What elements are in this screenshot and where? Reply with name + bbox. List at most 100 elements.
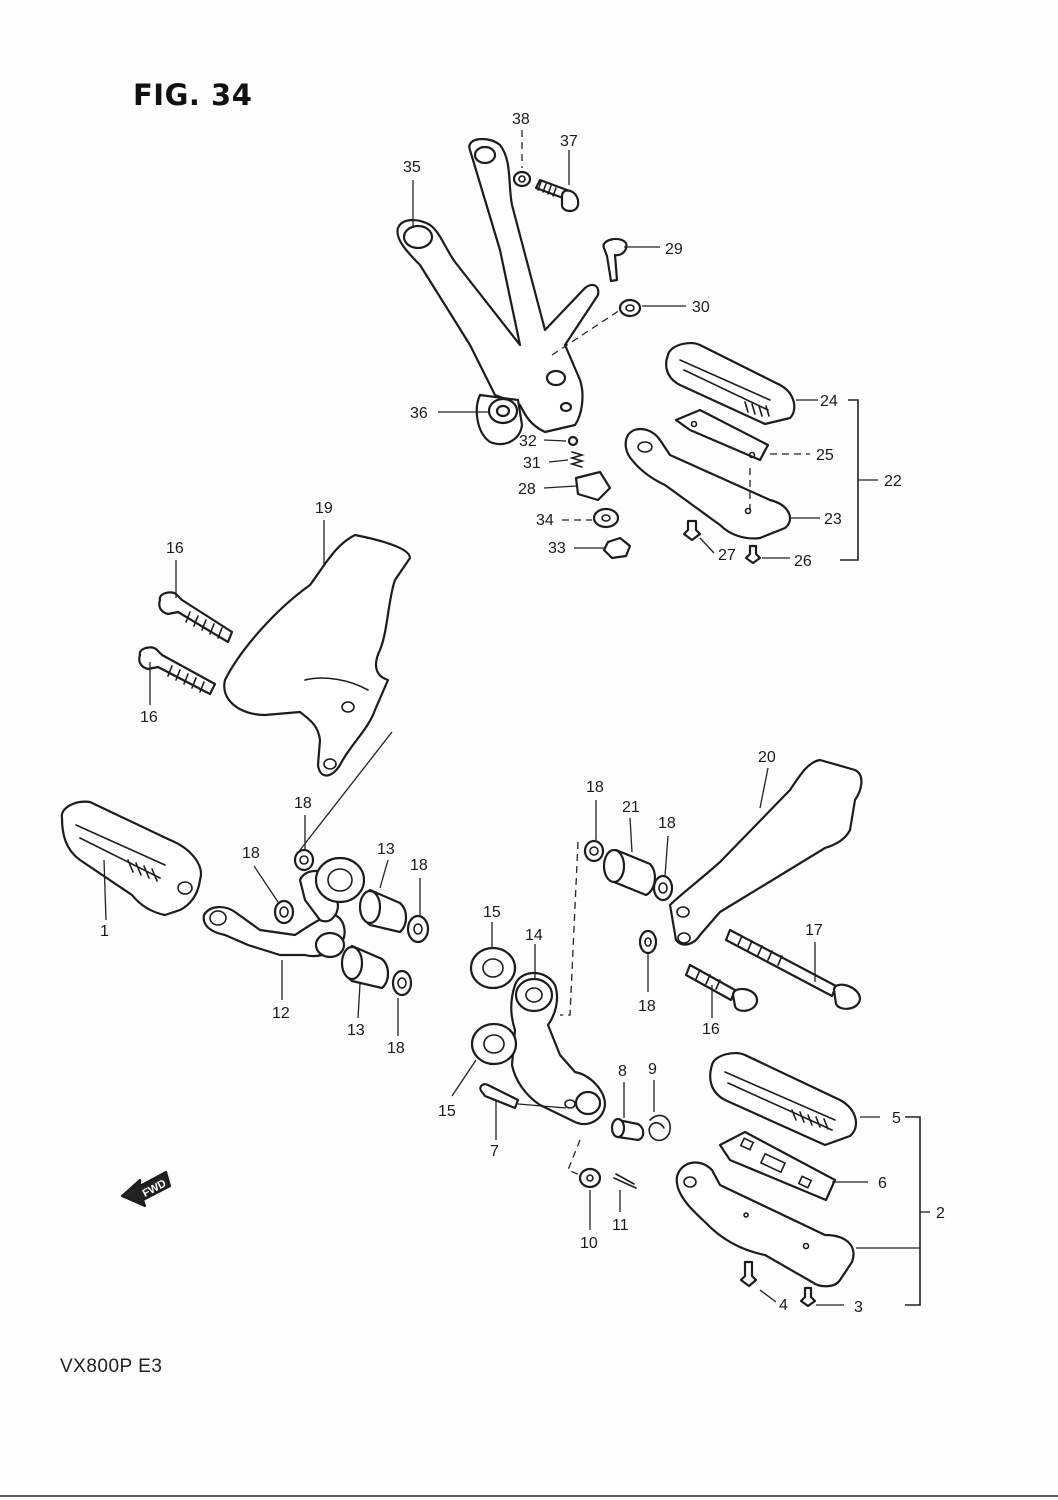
- footpeg-rubber-24: [665, 341, 796, 426]
- callout-10: 10: [580, 1235, 598, 1252]
- washer-18-b: [273, 899, 295, 925]
- washer-18-a: [293, 848, 315, 872]
- callout-18-b: 18: [242, 845, 260, 862]
- washer-10: [578, 1167, 602, 1189]
- nut-33: [602, 536, 632, 560]
- washer-34: [592, 507, 620, 529]
- callout-labels: 38 37 35 29 30 36 32 31 28 34 33 24 25 2…: [100, 111, 945, 1316]
- callout-18-a: 18: [294, 795, 312, 812]
- washer-18-d: [391, 969, 413, 997]
- collar-8: [610, 1117, 645, 1142]
- callout-21: 21: [622, 799, 640, 816]
- callout-12: 12: [272, 1005, 290, 1022]
- fwd-arrow-icon: FWD: [120, 1170, 172, 1208]
- callout-37: 37: [560, 133, 578, 150]
- model-code: VX800P E3: [60, 1356, 163, 1377]
- bolt-16-lower: [138, 646, 217, 696]
- spring-9: [648, 1114, 671, 1142]
- heel-guard-19: [223, 533, 412, 777]
- bolt-16-right: [684, 963, 759, 1012]
- washer-30: [618, 298, 642, 318]
- callout-4: 4: [779, 1297, 788, 1314]
- bolt-37: [534, 178, 580, 213]
- callout-22: 22: [884, 473, 902, 490]
- cotter-pin-11: [613, 1173, 637, 1189]
- callout-25: 25: [816, 447, 834, 464]
- bushing-15-lower: [470, 1022, 518, 1066]
- ball-32: [567, 435, 579, 447]
- callout-13-b: 13: [347, 1022, 365, 1039]
- callout-26: 26: [794, 553, 812, 570]
- bushing-13-lower: [340, 944, 390, 990]
- callout-33: 33: [548, 540, 566, 557]
- arm-14: [510, 971, 607, 1126]
- callout-19: 19: [315, 500, 333, 517]
- callout-28: 28: [518, 481, 536, 498]
- footrest-body-2: [675, 1161, 855, 1288]
- figure-title: FIG. 34: [133, 78, 253, 112]
- callout-34: 34: [536, 512, 554, 529]
- footrest-body-23: [624, 427, 792, 540]
- callout-15-b: 15: [438, 1103, 456, 1120]
- pin-29: [602, 237, 628, 283]
- callout-18-e: 18: [586, 779, 604, 796]
- heel-guard-20: [668, 758, 863, 946]
- screw-4: [739, 1260, 758, 1288]
- callout-31: 31: [523, 455, 541, 472]
- fwd-label: FWD: [141, 1178, 169, 1200]
- callout-2: 2: [936, 1205, 945, 1222]
- leader-lines: [103, 130, 930, 1306]
- callout-15-a: 15: [483, 904, 501, 921]
- callout-14: 14: [525, 927, 543, 944]
- footpeg-rubber-5: [709, 1051, 858, 1147]
- washer-38: [512, 170, 532, 188]
- callout-16-b: 16: [140, 709, 158, 726]
- callout-13-a: 13: [377, 841, 395, 858]
- callout-18-c: 18: [410, 857, 428, 874]
- plate-25: [674, 408, 770, 462]
- callout-18-d: 18: [387, 1040, 405, 1057]
- callout-11: 11: [612, 1217, 629, 1234]
- callout-1: 1: [100, 923, 109, 940]
- footpeg-1: [60, 800, 203, 917]
- callout-16-a: 16: [166, 540, 184, 557]
- washer-18-c: [406, 914, 430, 944]
- bushing-21: [602, 848, 656, 897]
- washer-18-g: [638, 929, 658, 955]
- callout-38: 38: [512, 111, 530, 128]
- callout-18-g: 18: [638, 998, 656, 1015]
- callout-17: 17: [805, 922, 823, 939]
- bushing-13-upper: [314, 856, 366, 904]
- rear-footrest-bracket: [396, 137, 600, 446]
- bushing-15-upper: [469, 946, 517, 990]
- callout-20: 20: [758, 749, 776, 766]
- callout-29: 29: [665, 241, 683, 258]
- callout-18-f: 18: [658, 815, 676, 832]
- callout-27: 27: [718, 547, 736, 564]
- bolt-17: [724, 928, 862, 1010]
- callout-36: 36: [410, 405, 428, 422]
- screw-3: [799, 1286, 817, 1308]
- plate-6: [718, 1130, 837, 1202]
- callout-23: 23: [824, 511, 842, 528]
- screw-26: [744, 544, 762, 565]
- callout-7: 7: [490, 1143, 499, 1160]
- pin-7: [479, 1083, 520, 1110]
- screw-27: [682, 519, 702, 542]
- plate-28: [574, 470, 612, 502]
- callout-6: 6: [878, 1175, 887, 1192]
- callout-30: 30: [692, 299, 710, 316]
- callout-8: 8: [618, 1063, 627, 1080]
- callout-3: 3: [854, 1299, 863, 1316]
- callout-32: 32: [519, 433, 537, 450]
- washer-18-f: [652, 874, 674, 902]
- callout-9: 9: [648, 1061, 657, 1078]
- washer-18-e: [583, 839, 605, 863]
- bolt-16-upper: [158, 591, 234, 644]
- callout-24: 24: [820, 393, 838, 410]
- callout-5: 5: [892, 1110, 901, 1127]
- bushing-13-mid: [358, 888, 408, 934]
- callout-16-c: 16: [702, 1021, 720, 1038]
